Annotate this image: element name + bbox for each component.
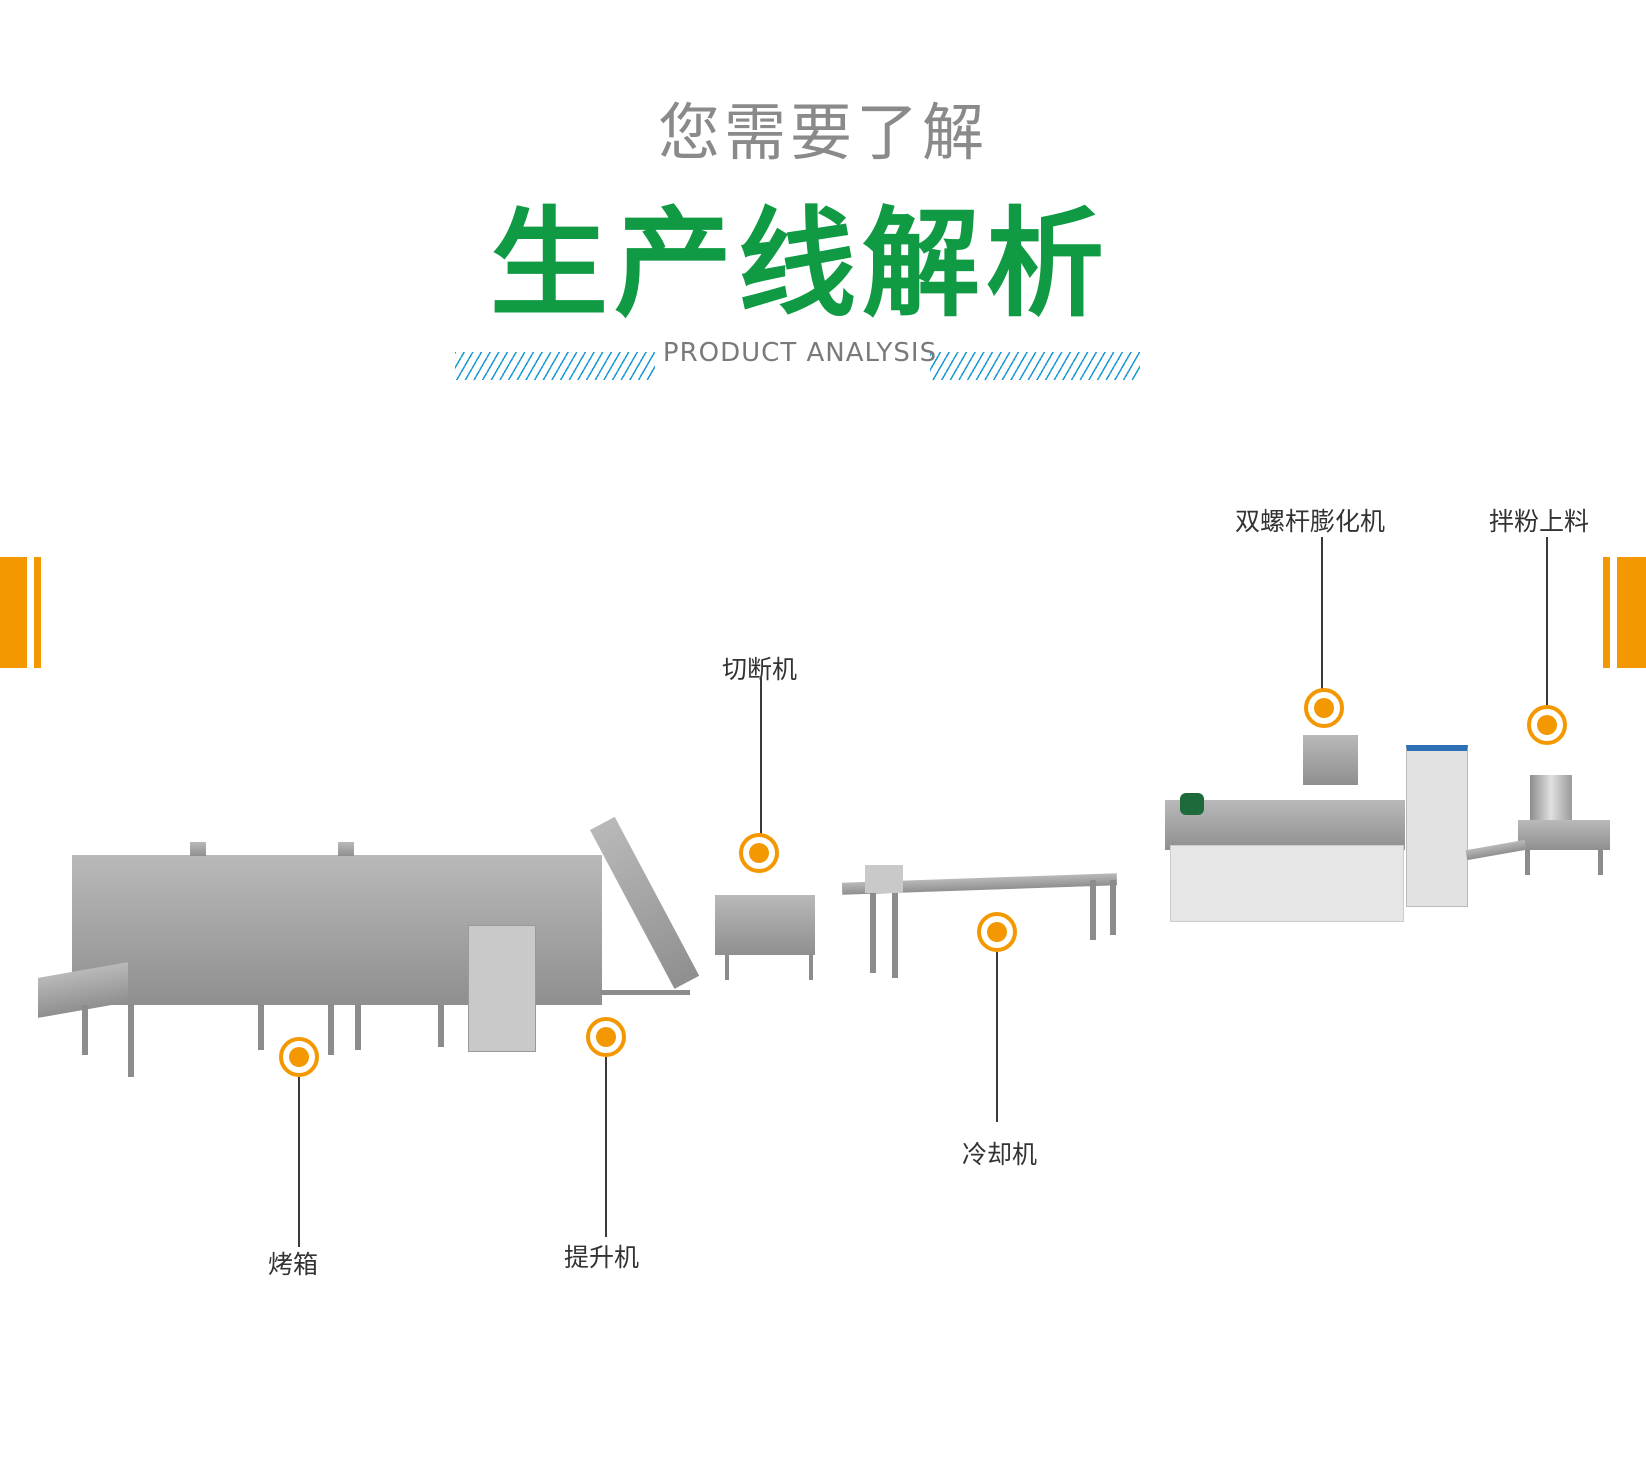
mixer-label: 拌粉上料: [1489, 507, 1590, 536]
cooler-leg: [1090, 880, 1096, 940]
extruder-motor: [1180, 793, 1204, 815]
extruder-leader-line: [1321, 537, 1323, 692]
oven-leg: [438, 1005, 444, 1047]
left-accent-bar-wide: [0, 557, 27, 668]
oven-leg: [355, 1005, 361, 1050]
extruder-marker[interactable]: [1304, 688, 1344, 728]
cooler-leg: [1110, 880, 1116, 935]
hatch-decoration-right: [930, 352, 1140, 380]
extruder-base: [1170, 845, 1404, 922]
cooler-marker[interactable]: [977, 912, 1017, 952]
mixer-marker[interactable]: [1527, 705, 1567, 745]
extruder-label: 双螺杆膨化机: [1235, 507, 1386, 536]
mixer-leg: [1525, 850, 1530, 875]
cooler-leader-line: [996, 952, 998, 1122]
right-accent-bar-thin: [1603, 557, 1610, 668]
oven-leg: [328, 1005, 334, 1055]
oven-label: 烤箱: [268, 1250, 319, 1279]
cutter-leader-line: [760, 678, 762, 835]
elevator-frame: [600, 990, 690, 995]
right-accent-bar-wide: [1617, 557, 1646, 668]
cooler-control-box: [865, 865, 903, 893]
left-accent-bar-thin: [34, 557, 41, 668]
oven-leg: [128, 1005, 134, 1077]
extruder-control-cabinet: [1406, 745, 1468, 907]
cooler-leg: [892, 893, 898, 978]
cutter-stand: [725, 955, 813, 980]
mixer-leg: [1598, 850, 1603, 875]
oven-marker[interactable]: [279, 1037, 319, 1077]
oven-vent: [338, 842, 354, 856]
extruder-hopper: [1303, 735, 1358, 785]
cooler-leg: [870, 893, 876, 973]
cutter-marker[interactable]: [739, 833, 779, 873]
oven-leader-line: [298, 1077, 300, 1247]
section-english-title: PRODUCT ANALYSIS: [662, 338, 938, 368]
elevator-leader-line: [605, 1057, 607, 1237]
elevator-marker[interactable]: [586, 1017, 626, 1057]
oven-leg: [82, 1005, 88, 1055]
feeder-screw: [1465, 839, 1527, 861]
cooler-label: 冷却机: [962, 1140, 1038, 1169]
elevator-label: 提升机: [564, 1243, 640, 1272]
cutter-machine: [715, 895, 815, 955]
elevator-conveyor: [590, 816, 700, 989]
oven-vent: [190, 842, 206, 856]
mixer-drum: [1530, 775, 1572, 823]
mixer-leader-line: [1546, 537, 1548, 707]
cutter-label: 切断机: [722, 655, 798, 684]
extruder-barrel: [1165, 800, 1405, 850]
section-subtitle: 您需要了解: [657, 96, 988, 169]
section-title: 生产线解析: [489, 195, 1110, 333]
mixer-base: [1518, 820, 1610, 850]
oven-leg: [258, 1005, 264, 1050]
oven-control-cabinet: [468, 925, 536, 1052]
hatch-decoration-left: [455, 352, 655, 380]
